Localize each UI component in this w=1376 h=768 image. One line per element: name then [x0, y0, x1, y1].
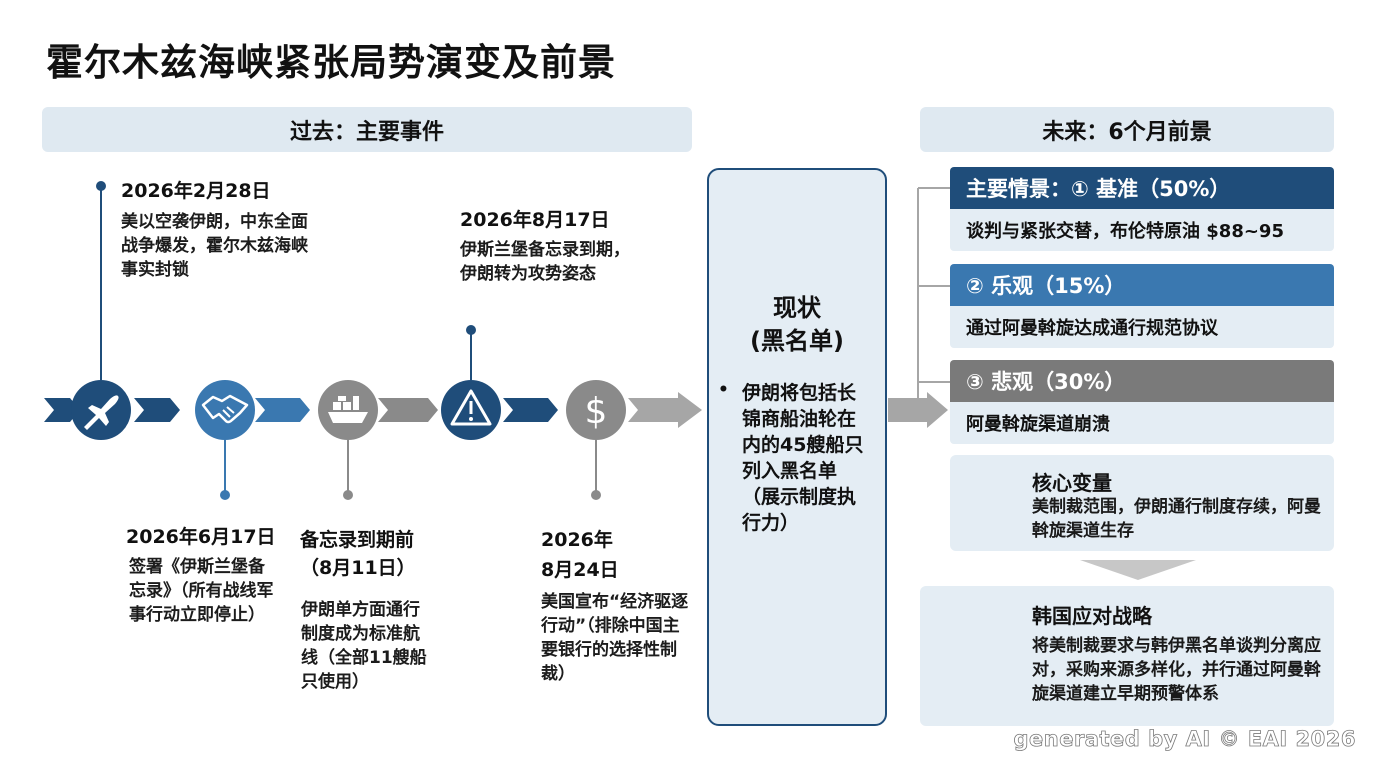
event-description: 美以空袭伊朗，中东全面战争爆发，霍尔木兹海峡事实封锁 [121, 212, 308, 280]
event-description: 美国宣布“经济驱逐行动”（排除中国主要银行的选择性制裁） [541, 592, 689, 684]
watermark-text: generated by AI © EAI 2026 [1013, 727, 1356, 752]
event-date-line1: 备忘录到期前 [300, 529, 415, 551]
cargo-ship-icon [318, 380, 378, 440]
scenario-baseline-header: 主要情景：① 基准（50%） [950, 167, 1334, 209]
timeline-arrow-strip [44, 392, 948, 428]
key-variables-title: 核心变量 [1032, 471, 1112, 495]
past-section-header: 过去：主要事件 [42, 107, 692, 152]
scenario-bracket [917, 187, 950, 400]
timeline-connectors [96, 181, 601, 500]
event-description: 伊朗单方面通行制度成为标准航线（全部11艘船只使用） [301, 600, 427, 692]
event-date-line2: 8月24日 [541, 559, 619, 581]
future-section-header: 未来：6个月前景 [920, 107, 1334, 152]
status-box [707, 168, 887, 726]
status-title-line1: 现状 [773, 294, 821, 322]
status-bullet: • [718, 380, 729, 400]
connector-dot [466, 325, 476, 335]
korea-strategy-title: 韩国应对战略 [1032, 604, 1152, 628]
event-date: 2026年6月17日 [126, 526, 276, 548]
key-variables-card [950, 455, 1334, 551]
scenario-pessimistic-body: 阿曼斡旋渠道崩溃 [950, 402, 1334, 444]
event-description: 签署《伊斯兰堡备忘录》（所有战线军事行动立即停止） [129, 557, 274, 625]
status-title: 现状 (黑名单) [707, 292, 887, 358]
svg-text:$: $ [585, 391, 608, 432]
handshake-icon [195, 380, 255, 440]
connector-dot [591, 490, 601, 500]
key-variables-text: 美制裁范围，伊朗通行制度存续，阿曼斡旋渠道生存 [1032, 497, 1321, 541]
dollar-icon: $ [566, 380, 626, 440]
fighter-jet-icon [71, 380, 131, 440]
status-title-line2: (黑名单) [750, 327, 844, 355]
scenario-pessimistic-header: ③ 悲观（30%） [950, 360, 1334, 402]
korea-strategy-text: 将美制裁要求与韩伊黑名单谈判分离应对，采购来源多样化，并行通过阿曼斡旋渠道建立早… [1032, 636, 1321, 704]
status-text: 伊朗将包括长锦商船油轮在内的45艘船只列入黑名单（展示制度执行力） [742, 382, 864, 534]
scenario-baseline-body: 谈判与紧张交替，布伦特原油 $88~95 [950, 209, 1334, 251]
connector-dot [96, 181, 106, 191]
connector-dot [343, 490, 353, 500]
down-arrow-icon [1080, 560, 1196, 580]
warning-icon [441, 380, 501, 440]
scenario-optimistic-header: ② 乐观（15%） [950, 264, 1334, 306]
korea-strategy-card [920, 586, 1334, 726]
event-date-line1: 2026年 [541, 529, 613, 551]
scenario-optimistic-body: 通过阿曼斡旋达成通行规范协议 [950, 306, 1334, 348]
event-date-line2: （8月11日） [300, 557, 416, 579]
connector-dot [220, 490, 230, 500]
event-date: 2026年2月28日 [121, 180, 271, 202]
event-date: 2026年8月17日 [460, 209, 610, 231]
event-description: 伊斯兰堡备忘录到期，伊朗转为攻势姿态 [460, 240, 630, 284]
page-title: 霍尔木兹海峡紧张局势演变及前景 [46, 41, 616, 84]
